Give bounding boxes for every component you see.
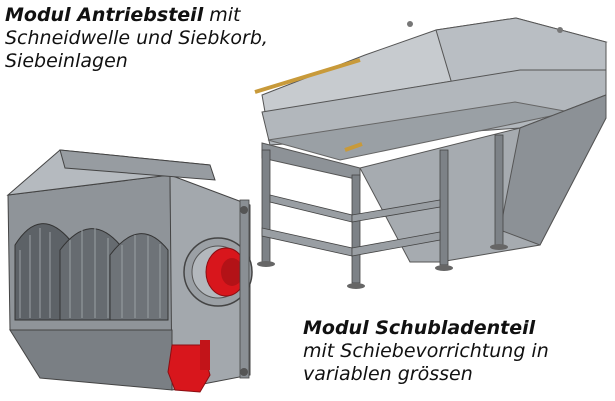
drive-module-line2: Schneidwelle und Siebkorb, <box>5 27 268 50</box>
drawer-module-line2: mit Schiebevorrichtung in <box>303 340 549 363</box>
drawer-module-render <box>254 17 608 289</box>
drive-module-line3: Siebeinlagen <box>5 50 128 73</box>
drive-module-render <box>6 149 253 393</box>
drawer-module-line3: variablen grössen <box>303 363 473 386</box>
drawer-module-caption: Modul Schubladenteil mit Schiebevorricht… <box>303 317 549 387</box>
drive-module-title: Modul Antriebsteil <box>5 4 204 26</box>
drive-module-caption: Modul Antriebsteil mit Schneidwelle und … <box>5 4 268 74</box>
drawer-module-title: Modul Schubladenteil <box>303 317 536 339</box>
drive-module-title-suffix: mit <box>203 4 241 26</box>
